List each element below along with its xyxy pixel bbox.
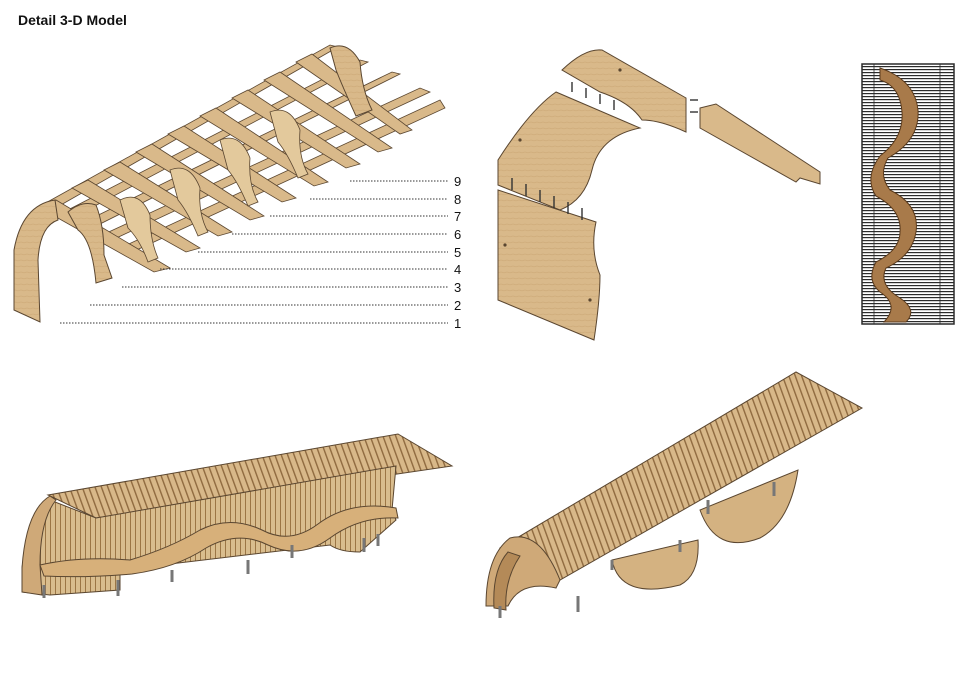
callout-label: 4 [454, 262, 461, 277]
callout-leaders [60, 180, 448, 324]
callout-label: 7 [454, 209, 461, 224]
bench-back-view [485, 371, 864, 618]
page-title: Detail 3-D Model [18, 12, 127, 28]
bench-front-view [21, 433, 454, 598]
exploded-panels [497, 49, 821, 341]
callout-label: 5 [454, 245, 461, 260]
plan-view [861, 63, 955, 325]
callout-label: 2 [454, 298, 461, 313]
callout-label: 1 [454, 316, 461, 331]
callout-label: 6 [454, 227, 461, 242]
frame-model [13, 44, 446, 323]
callout-label: 3 [454, 280, 461, 295]
callout-label: 9 [454, 174, 461, 189]
callout-label: 8 [454, 192, 461, 207]
callout-labels: 9 8 7 6 5 4 3 2 1 [454, 174, 461, 331]
